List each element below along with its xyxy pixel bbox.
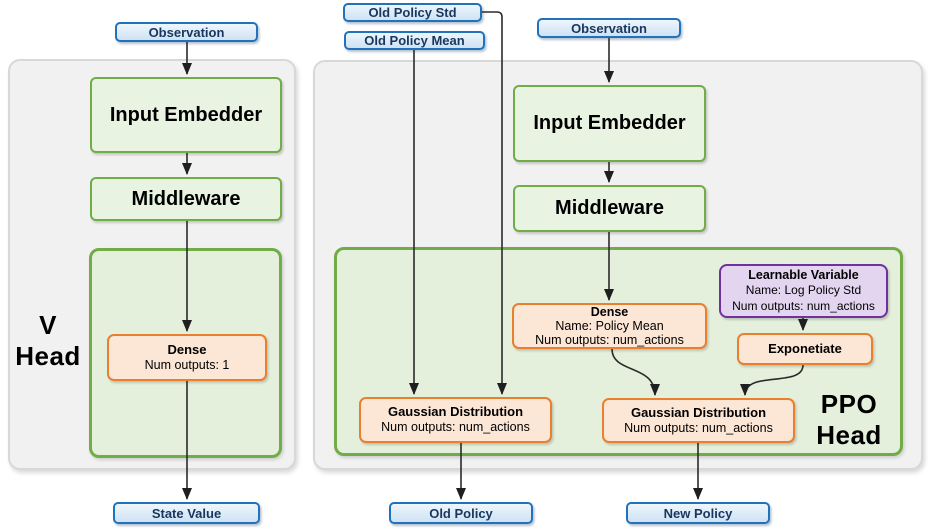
exponetiate-node: Exponetiate <box>737 333 873 365</box>
old-policy-mean-label: Old Policy Mean <box>364 33 465 48</box>
gaussian-distribution-old-outputs: Num outputs: num_actions <box>381 420 530 435</box>
ppo-middleware-node: Middleware <box>513 185 706 232</box>
policy-mean-dense-title: Dense <box>590 304 629 319</box>
v-head-label-line1: V <box>39 310 57 340</box>
policy-mean-dense-node: Dense Name: Policy Mean Num outputs: num… <box>512 303 707 349</box>
gaussian-distribution-old-node: Gaussian Distribution Num outputs: num_a… <box>359 397 552 443</box>
gaussian-distribution-new-outputs: Num outputs: num_actions <box>624 420 773 435</box>
policy-mean-dense-outputs: Num outputs: num_actions <box>535 333 684 347</box>
gaussian-distribution-new-title: Gaussian Distribution <box>630 404 767 420</box>
ppo-input-embedder-label: Input Embedder <box>533 112 686 134</box>
old-policy-std-label: Old Policy Std <box>368 5 457 20</box>
old-policy-mean-node: Old Policy Mean <box>344 31 485 50</box>
v-dense-outputs: Num outputs: 1 <box>144 357 230 372</box>
v-middleware-label: Middleware <box>131 187 241 210</box>
v-observation-label: Observation <box>148 24 225 40</box>
old-policy-output-node: Old Policy <box>389 502 533 524</box>
ppo-observation-node: Observation <box>537 18 681 38</box>
policy-mean-dense-name: Name: Policy Mean <box>555 318 664 333</box>
ppo-middleware-label: Middleware <box>555 197 664 219</box>
v-middleware-node: Middleware <box>90 177 282 221</box>
learnable-variable-name: Name: Log Policy Std <box>745 283 862 297</box>
v-dense-node: Dense Num outputs: 1 <box>107 334 267 381</box>
ppo-observation-label: Observation <box>571 20 647 36</box>
learnable-variable-node: Learnable Variable Name: Log Policy Std … <box>719 264 888 318</box>
state-value-node: State Value <box>113 502 260 524</box>
new-policy-output-node: New Policy <box>626 502 770 524</box>
exponetiate-label: Exponetiate <box>768 341 842 356</box>
v-head-label: V Head <box>10 310 86 372</box>
ppo-head-label-line1: PPO <box>820 389 878 419</box>
learnable-variable-outputs: Num outputs: num_actions <box>732 298 875 313</box>
v-head-label-line2: Head <box>15 341 81 371</box>
ppo-head-label: PPO Head <box>808 389 890 451</box>
v-dense-title: Dense <box>167 341 207 357</box>
old-policy-output-label: Old Policy <box>429 505 493 521</box>
learnable-variable-title: Learnable Variable <box>748 268 859 282</box>
v-observation-node: Observation <box>115 22 258 42</box>
v-input-embedder-label: Input Embedder <box>109 103 263 126</box>
gaussian-distribution-old-title: Gaussian Distribution <box>387 404 524 420</box>
gaussian-distribution-new-node: Gaussian Distribution Num outputs: num_a… <box>602 398 795 443</box>
ppo-head-label-line2: Head <box>816 420 882 450</box>
old-policy-std-node: Old Policy Std <box>343 3 482 22</box>
ppo-input-embedder-node: Input Embedder <box>513 85 706 162</box>
state-value-label: State Value <box>151 505 222 521</box>
new-policy-output-label: New Policy <box>663 505 733 521</box>
v-input-embedder-node: Input Embedder <box>90 77 282 153</box>
